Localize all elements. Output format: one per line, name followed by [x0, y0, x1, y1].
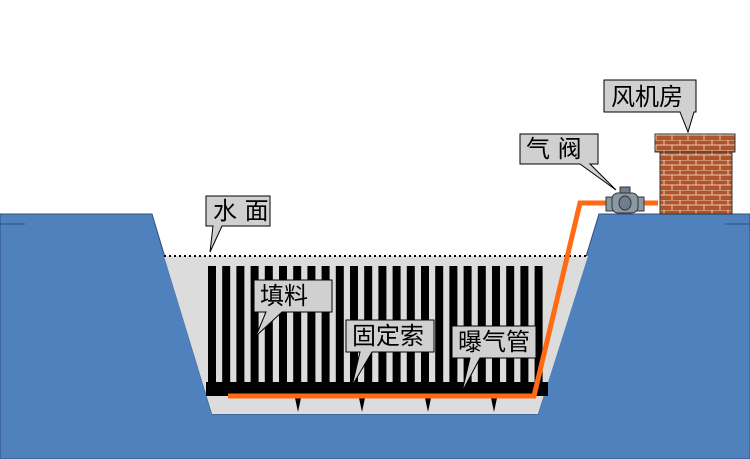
- callout-water-surface-label: 水 面: [213, 197, 269, 225]
- filler-strip: [250, 266, 259, 384]
- callout-fixing-cable: 固定索: [345, 319, 435, 387]
- callout-aeration-pipe-label: 曝气管: [458, 328, 530, 356]
- filler-strip: [307, 266, 316, 384]
- filler-strip: [449, 266, 458, 384]
- support-pin: [491, 398, 497, 412]
- filler-strip: [321, 266, 330, 384]
- blower-room: [654, 133, 736, 215]
- filler-strip: [534, 266, 543, 384]
- support-pin: [425, 398, 431, 412]
- callout-fixing-cable-label: 固定索: [352, 322, 424, 350]
- filler-strip: [335, 266, 344, 384]
- callout-aeration-pipe: 曝气管: [451, 325, 537, 393]
- callout-filler-label: 填料: [260, 282, 308, 310]
- callout-blower-room-label: 风机房: [611, 83, 683, 111]
- filler-strip: [222, 266, 231, 384]
- filler-bottom-band: [206, 382, 548, 396]
- air-valve: [605, 186, 645, 214]
- aeration-pipe: [228, 200, 612, 399]
- filler-strip: [506, 266, 515, 384]
- filler-strip: [435, 266, 444, 384]
- filler-strip: [264, 266, 273, 384]
- filler-strip: [520, 266, 529, 384]
- callout-blower-room: 风机房: [603, 79, 697, 134]
- filler-strip: [477, 266, 486, 384]
- support-pins: [295, 398, 497, 412]
- support-pin: [295, 398, 301, 412]
- filler-strip: [492, 266, 500, 384]
- callout-water-surface: 水 面: [205, 195, 271, 253]
- callout-air-valve: 气 阀: [519, 133, 617, 191]
- filler-strip: [463, 266, 472, 384]
- filler-strip: [236, 266, 245, 384]
- callout-air-valve-label: 气 阀: [526, 135, 582, 163]
- filler-strip: [208, 266, 216, 384]
- callout-filler: 填料: [253, 279, 333, 337]
- support-pin: [359, 398, 365, 412]
- filler-strip: [279, 266, 287, 384]
- filler-strip: [293, 266, 302, 384]
